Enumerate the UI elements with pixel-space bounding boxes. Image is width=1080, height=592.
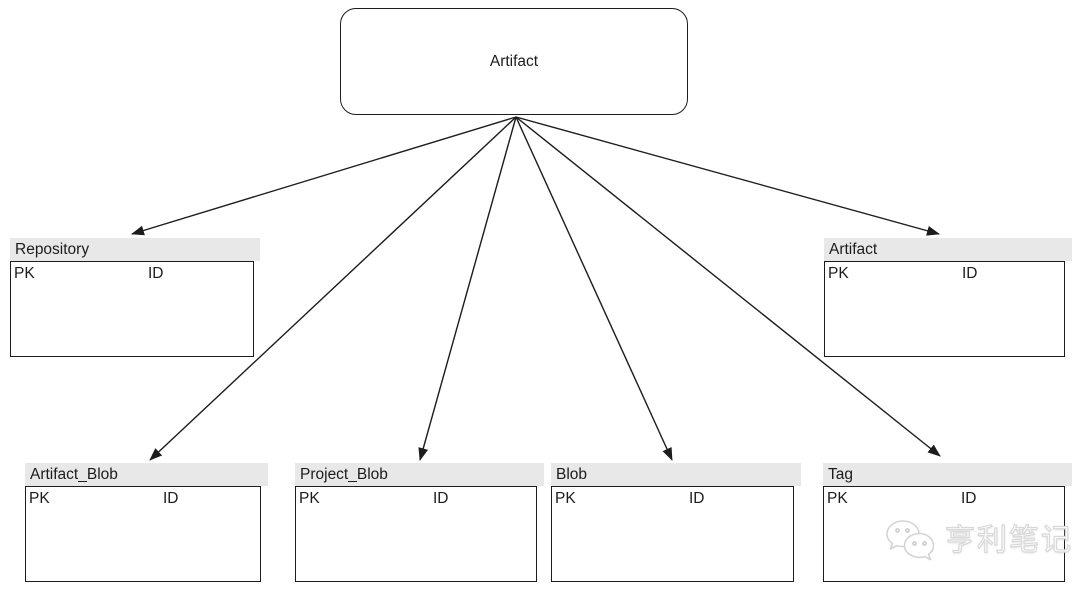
entity-project-blob: Project_Blob PK ID xyxy=(295,463,544,582)
pk-label: PK xyxy=(29,490,50,507)
watermark: 亨利笔记 xyxy=(882,518,1073,564)
entity-artifact-blob: Artifact_Blob PK ID xyxy=(25,463,268,582)
pk-label: PK xyxy=(299,490,320,507)
entity-blob: Blob PK ID xyxy=(551,463,801,582)
entity-artifact: Artifact PK ID xyxy=(824,238,1072,357)
watermark-text: 亨利笔记 xyxy=(944,523,1073,557)
entity-blob-body: PK ID xyxy=(551,486,794,582)
entity-repository-header: Repository xyxy=(10,238,260,261)
pk-label: PK xyxy=(827,490,848,507)
entity-artifact-blob-body: PK ID xyxy=(25,486,261,582)
entity-tag-body: PK ID xyxy=(823,486,1065,582)
entity-blob-header: Blob xyxy=(551,463,801,486)
entity-artifact-blob-header: Artifact_Blob xyxy=(25,463,268,486)
entity-project-blob-body: PK ID xyxy=(295,486,537,582)
edge-artifact-to-blob xyxy=(515,116,673,461)
id-label: ID xyxy=(163,490,179,507)
entity-tag: Tag PK ID xyxy=(823,463,1072,582)
pk-label: PK xyxy=(14,265,35,282)
artifact-root-label: Artifact xyxy=(489,52,539,70)
id-label: ID xyxy=(961,490,977,507)
edge-artifact-to-artifact-blob xyxy=(149,116,517,461)
entity-repository: Repository PK ID xyxy=(10,238,260,357)
artifact-root-node: Artifact xyxy=(340,8,688,115)
wechat-icon xyxy=(882,518,938,564)
edge-artifact-to-tag xyxy=(515,116,941,457)
id-label: ID xyxy=(148,265,164,282)
id-label: ID xyxy=(433,490,449,507)
entity-artifact-body: PK ID xyxy=(824,261,1065,357)
pk-label: PK xyxy=(828,265,849,282)
edge-artifact-to-project-blob xyxy=(418,116,517,461)
edge-artifact-to-repository xyxy=(131,116,517,236)
entity-project-blob-header: Project_Blob xyxy=(295,463,544,486)
entity-repository-body: PK ID xyxy=(10,261,254,357)
entity-tag-header: Tag xyxy=(823,463,1072,486)
entity-artifact-header: Artifact xyxy=(824,238,1072,261)
id-label: ID xyxy=(689,490,705,507)
pk-label: PK xyxy=(555,490,576,507)
id-label: ID xyxy=(962,265,978,282)
edge-artifact-to-artifact xyxy=(515,116,940,236)
